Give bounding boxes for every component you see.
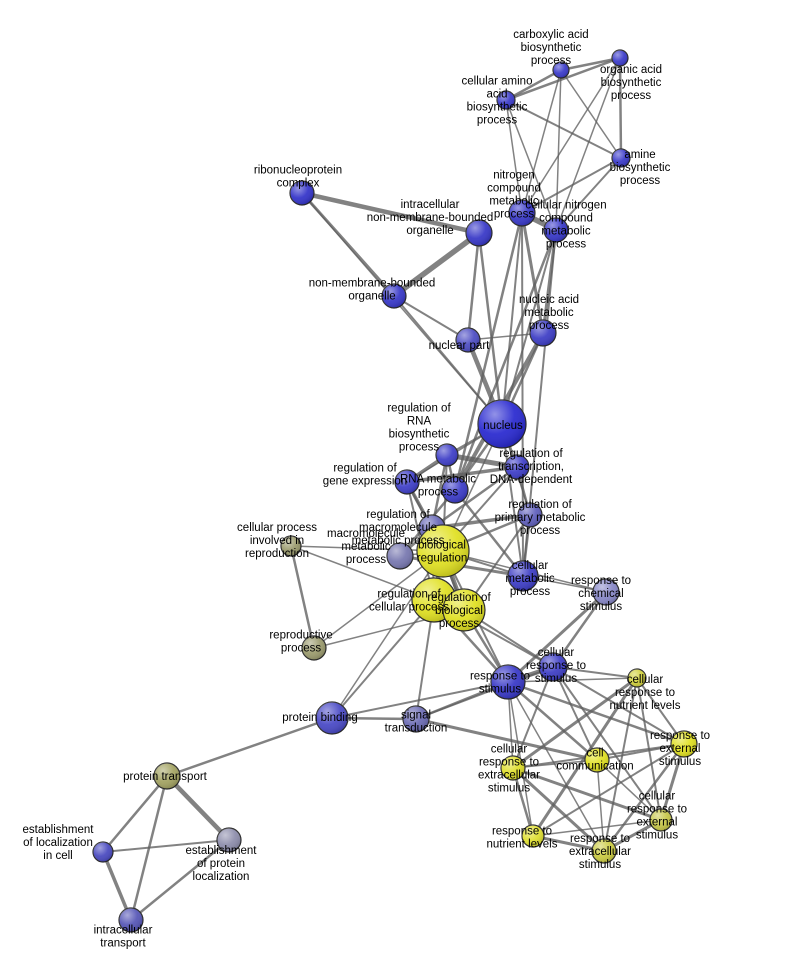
graph-edge-cellular_response_stimulus--cellular_resp_extracellular xyxy=(512,666,554,769)
graph-edge-cellular_resp_extracellular--cellular_resp_external xyxy=(511,766,663,822)
graph-node-biological_regulation[interactable] xyxy=(416,524,470,578)
graph-edge-cellular_amino--amine xyxy=(505,99,622,159)
graph-node-reg_transcription[interactable] xyxy=(504,454,530,480)
graph-node-cellular_resp_nutrient[interactable] xyxy=(627,668,647,688)
graph-edge-cellular_response_stimulus--cell_communication xyxy=(552,666,598,761)
graph-edge-response_external--response_extracellular xyxy=(602,742,686,853)
graph-edge-reg_transcription--reg_macromolecule xyxy=(430,465,519,530)
graph-node-macromolecule[interactable] xyxy=(386,542,414,570)
graph-node-nucleus[interactable] xyxy=(477,399,527,449)
graph-node-reg_rna[interactable] xyxy=(435,443,459,467)
graph-edge-cellular_response_stimulus--cellular_resp_external xyxy=(552,666,662,821)
graph-node-protein_binding[interactable] xyxy=(315,701,349,735)
graph-edge-cellular_amino--cellular_nitrogen xyxy=(505,99,557,231)
graph-node-cellular_resp_extracellular[interactable] xyxy=(500,755,526,781)
graph-edge-cellular_nitrogen--rna_metabolic xyxy=(453,228,558,492)
graph-edge-cellular_amino--nitrogen xyxy=(505,99,523,214)
graph-edge-cellular_process_repro--reg_cellular xyxy=(290,545,435,601)
graph-node-nuclear_part[interactable] xyxy=(455,327,481,353)
graph-node-cellular_nitrogen[interactable] xyxy=(543,217,569,243)
graph-edge-response_stimulus--cellular_resp_nutrient xyxy=(507,677,638,683)
graph-edge-organic--amine xyxy=(618,56,623,160)
graph-node-signal_transduction[interactable] xyxy=(402,705,430,733)
graph-node-cellular_amino[interactable] xyxy=(496,90,516,110)
graph-node-response_external[interactable] xyxy=(670,730,698,758)
graph-node-nucleic_acid[interactable] xyxy=(529,319,557,347)
graph-node-cellular_process_repro[interactable] xyxy=(280,535,302,557)
graph-node-reg_primary[interactable] xyxy=(517,502,543,528)
graph-node-ribonucleoprotein[interactable] xyxy=(289,180,315,206)
graph-node-cellular_resp_external[interactable] xyxy=(649,808,673,832)
graph-edge-cell_communication--response_extracellular xyxy=(596,759,605,852)
graph-edge-protein_binding--response_stimulus xyxy=(331,681,509,719)
graph-edge-cellular_process_repro--reproductive xyxy=(289,544,316,650)
graph-node-response_stimulus[interactable] xyxy=(490,664,526,700)
graph-edge-est_protein_localization--est_localization_cell xyxy=(102,839,230,853)
graph-node-organic[interactable] xyxy=(611,49,629,67)
graph-node-amine[interactable] xyxy=(611,148,631,168)
graph-node-cell_communication[interactable] xyxy=(584,747,610,773)
graph-edge-amine--cellular_nitrogen xyxy=(555,157,622,231)
graph-node-nitrogen[interactable] xyxy=(508,199,536,227)
graph-edge-est_protein_localization--intracellular_transport xyxy=(129,838,231,922)
graph-node-response_chemical[interactable] xyxy=(592,578,620,606)
graph-edge-ribonucleoprotein--intracellular_org xyxy=(299,190,482,236)
graph-edge-carboxylic--cellular_nitrogen xyxy=(555,69,562,231)
graph-node-cellular_response_stimulus[interactable] xyxy=(538,652,568,682)
graph-node-response_extracellular[interactable] xyxy=(591,838,617,864)
graph-node-carboxylic[interactable] xyxy=(552,61,570,79)
graph-edge-intracellular_org--nuclear_part xyxy=(466,231,481,342)
graph-node-protein_transport[interactable] xyxy=(153,762,181,790)
graph-edge-amine--nitrogen xyxy=(521,157,622,214)
graph-edge-organic--nitrogen xyxy=(521,57,621,214)
graph-edge-response_external--response_nutrient xyxy=(532,743,685,837)
graph-node-non_membrane_org[interactable] xyxy=(381,283,407,309)
graph-edge-nitrogen--nucleus xyxy=(501,212,523,425)
graph-edge-organic--cellular_nitrogen xyxy=(555,57,621,231)
graph-node-rna_metabolic[interactable] xyxy=(441,476,469,504)
graph-edge-organic--cellular_amino xyxy=(504,56,622,102)
graph-edge-intracellular_org--non_membrane_org xyxy=(391,230,482,299)
graph-edge-cellular_response_stimulus--signal_transduction xyxy=(415,666,554,720)
graph-edge-nitrogen--nucleic_acid xyxy=(520,211,545,335)
graph-edge-response_stimulus--response_external xyxy=(506,680,686,746)
graph-node-est_protein_localization[interactable] xyxy=(216,827,242,853)
graph-edge-cellular_resp_nutrient--cellular_resp_external xyxy=(636,677,662,821)
graph-edge-cell_communication--signal_transduction xyxy=(414,717,599,762)
graph-node-reg_biological[interactable] xyxy=(442,588,486,632)
graph-edge-carboxylic--nitrogen xyxy=(521,69,562,214)
graph-edge-carboxylic--cellular_amino xyxy=(504,68,563,102)
graph-node-est_localization_cell[interactable] xyxy=(92,841,114,863)
graph-edge-protein_binding--protein_transport xyxy=(165,716,334,778)
graph-edge-carboxylic--amine xyxy=(560,69,622,159)
graph-edge-response_stimulus--response_extracellular xyxy=(507,681,605,852)
graph-node-cellular_metabolic[interactable] xyxy=(507,560,539,592)
graph-node-intracellular_transport[interactable] xyxy=(118,907,144,933)
graph-edge-cellular_resp_nutrient--cellular_resp_extracellular xyxy=(511,676,639,770)
graph-edge-non_membrane_org--nuclear_part xyxy=(393,295,469,341)
graph-edge-cellular_resp_extracellular--response_extracellular xyxy=(511,766,606,853)
graph-edge-nucleus--cellular_metabolic xyxy=(501,423,524,577)
graph-node-reproductive[interactable] xyxy=(301,635,327,661)
graph-edge-carboxylic--organic xyxy=(559,56,622,72)
graph-node-response_nutrient[interactable] xyxy=(521,824,545,848)
graph-edge-reg_transcription--reg_gene_expression xyxy=(405,465,519,484)
graph-edge-cellular_resp_external--response_nutrient xyxy=(532,819,662,837)
graph-edge-cellular_resp_nutrient--response_extracellular xyxy=(603,677,638,852)
graph-edge-protein_binding--biological_regulation xyxy=(331,550,444,719)
graph-edge-intracellular_org--nucleus xyxy=(477,231,504,426)
graph-node-intracellular_org[interactable] xyxy=(465,219,493,247)
graph-node-reg_gene_expression[interactable] xyxy=(394,469,420,495)
